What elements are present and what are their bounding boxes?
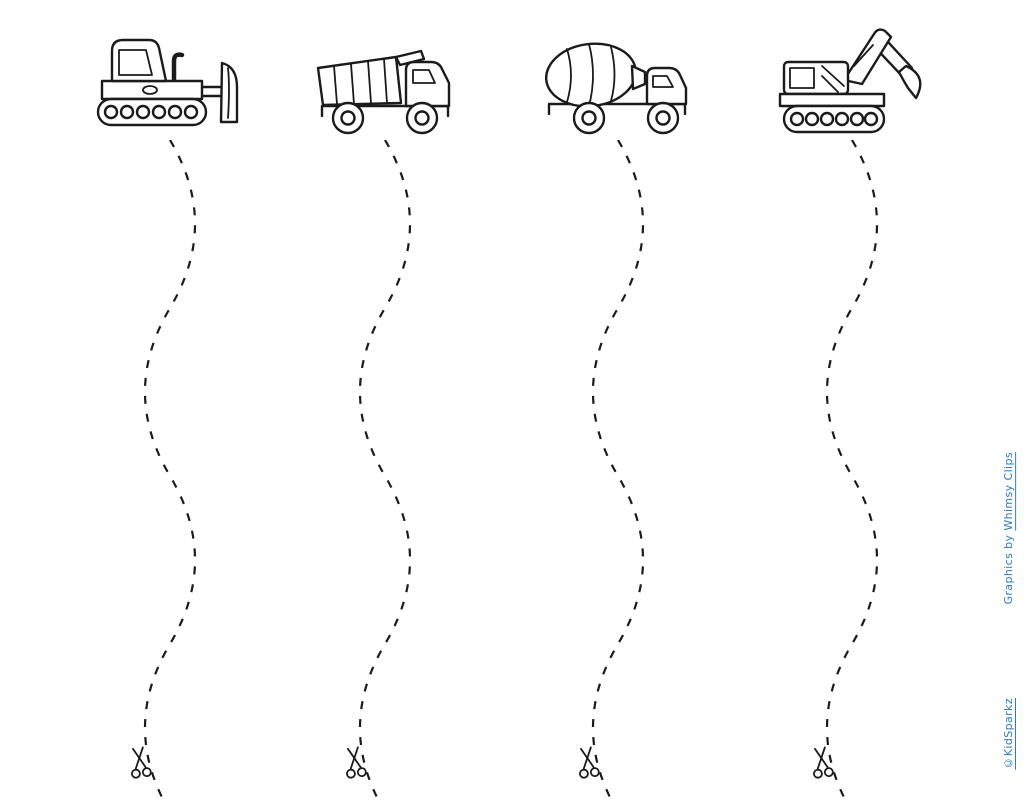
credit-graphics: Graphics by Whimsy Clips [1002, 452, 1015, 605]
cut-line-column-bulldozer [58, 18, 282, 800]
vehicle-box [506, 18, 730, 140]
cut-line-column-dump-truck [273, 18, 497, 800]
credit-kidsparkz: ©KidSparkz [1002, 698, 1015, 770]
cut-line-column-cement-mixer [506, 18, 730, 800]
dump-truck-icon [316, 49, 451, 135]
credit-graphics-prefix: Graphics by [1002, 530, 1015, 605]
credit-whimsy-clips-link[interactable]: Whimsy Clips [1002, 452, 1015, 531]
cut-line-column-excavator [740, 18, 964, 800]
cement-mixer-icon [544, 42, 688, 135]
dashed-cut-line [110, 140, 230, 800]
bulldozer-icon [96, 38, 239, 127]
scissors-icon [341, 744, 369, 781]
scissors-icon [574, 744, 602, 781]
dashed-cut-line [325, 140, 445, 800]
vehicle-box [740, 18, 964, 140]
dashed-cut-line [558, 140, 678, 800]
vehicle-box [58, 18, 282, 140]
scissors-icon [808, 744, 836, 781]
credit-kidsparkz-link[interactable]: ©KidSparkz [1002, 698, 1015, 770]
dashed-cut-line [792, 140, 912, 800]
excavator-icon [778, 28, 922, 134]
vehicle-box [273, 18, 497, 140]
scissors-icon [126, 744, 154, 781]
